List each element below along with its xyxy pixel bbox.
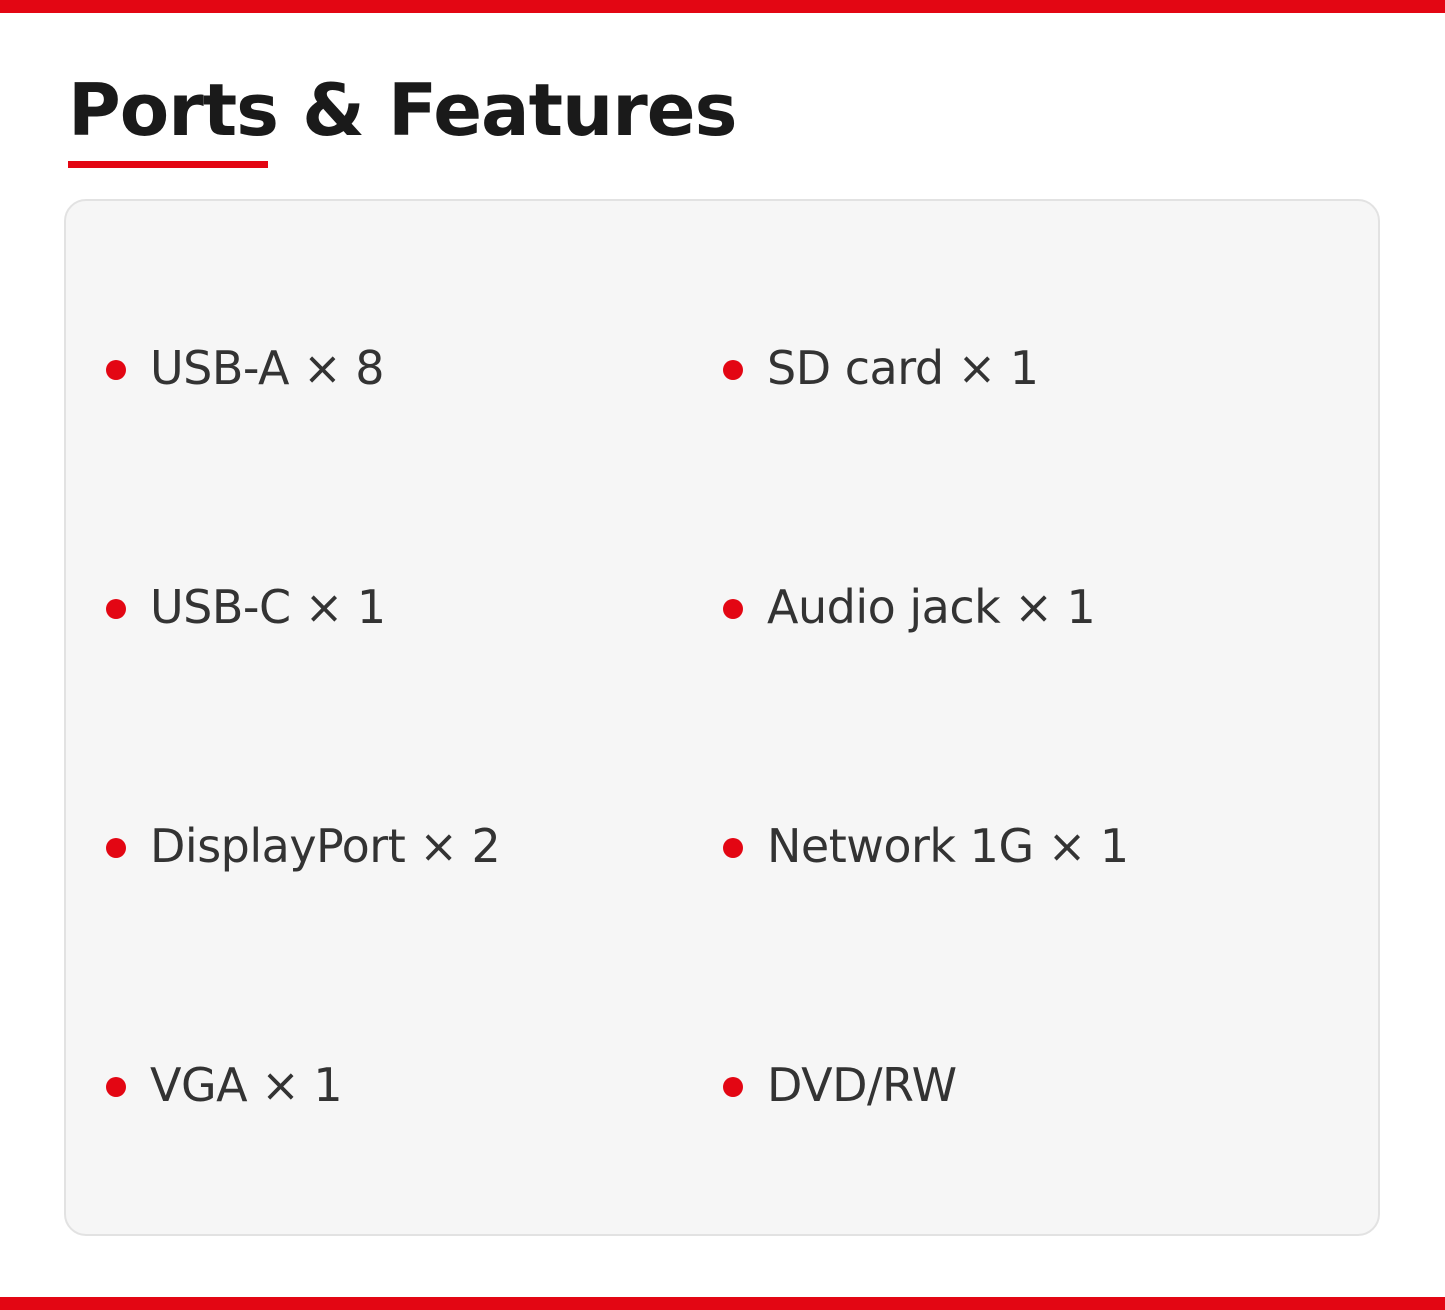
bullet-dot-icon xyxy=(723,838,743,858)
bullet-dot-icon xyxy=(723,599,743,619)
feature-label: SD card × 1 xyxy=(767,341,1039,395)
feature-label: DVD/RW xyxy=(767,1058,957,1112)
page-title: Ports & Features xyxy=(68,68,737,152)
bottom-accent-bar xyxy=(0,1297,1445,1310)
feature-label: USB-A × 8 xyxy=(150,341,385,395)
features-panel: USB-A × 8 SD card × 1 USB-C × 1 Audio ja… xyxy=(64,199,1380,1236)
top-accent-bar xyxy=(0,0,1445,13)
bullet-dot-icon xyxy=(106,1077,126,1097)
feature-label: Audio jack × 1 xyxy=(767,580,1096,634)
feature-label: Network 1G × 1 xyxy=(767,819,1129,873)
feature-label: DisplayPort × 2 xyxy=(150,819,501,873)
bullet-dot-icon xyxy=(106,838,126,858)
bullet-dot-icon xyxy=(106,599,126,619)
bullet-dot-icon xyxy=(723,1077,743,1097)
bullet-dot-icon xyxy=(723,360,743,380)
bullet-dot-icon xyxy=(106,360,126,380)
feature-label: USB-C × 1 xyxy=(150,580,386,634)
title-underline xyxy=(68,161,268,168)
feature-label: VGA × 1 xyxy=(150,1058,343,1112)
